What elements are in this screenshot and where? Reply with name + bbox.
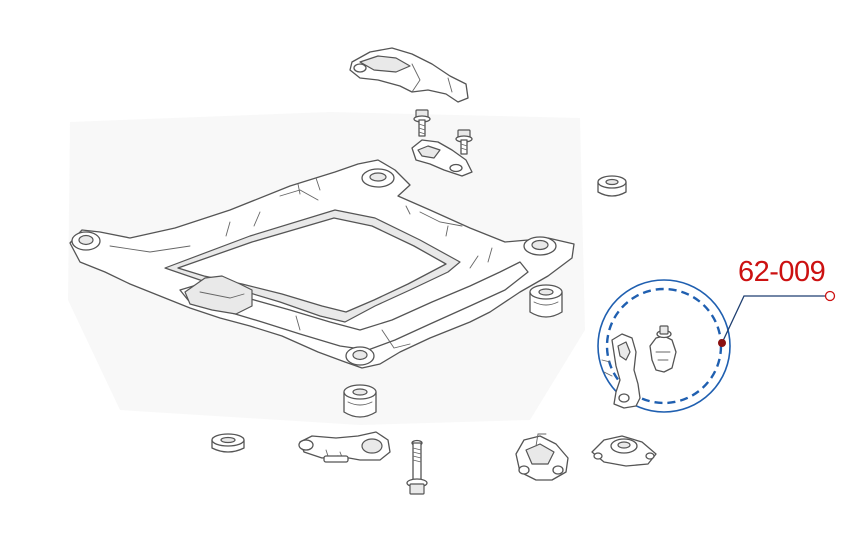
rubber-bushing-icon <box>529 284 563 318</box>
long-bolt-icon <box>406 439 428 495</box>
rubber-bushing-icon <box>597 175 627 197</box>
callout-anchor-dot <box>718 339 726 347</box>
mount-bracket-icon <box>411 139 473 177</box>
bushing-washer-icon <box>211 433 245 453</box>
torque-rod-icon <box>298 431 391 463</box>
part-number-callout[interactable]: 62-009 <box>738 256 826 288</box>
callout-end-marker <box>824 290 836 302</box>
highlight-ring-outer <box>597 279 731 413</box>
flange-bolt-icon <box>455 129 473 155</box>
rubber-bushing-icon <box>343 384 377 418</box>
engine-mount-icon <box>515 433 569 481</box>
flange-bolt-icon <box>413 109 431 137</box>
upper-bracket-icon <box>349 47 469 103</box>
subframe-icon <box>69 159 575 369</box>
rear-mount-bracket-icon <box>601 325 677 409</box>
engine-mount-icon <box>591 435 657 467</box>
callout-leader-line <box>721 295 830 344</box>
